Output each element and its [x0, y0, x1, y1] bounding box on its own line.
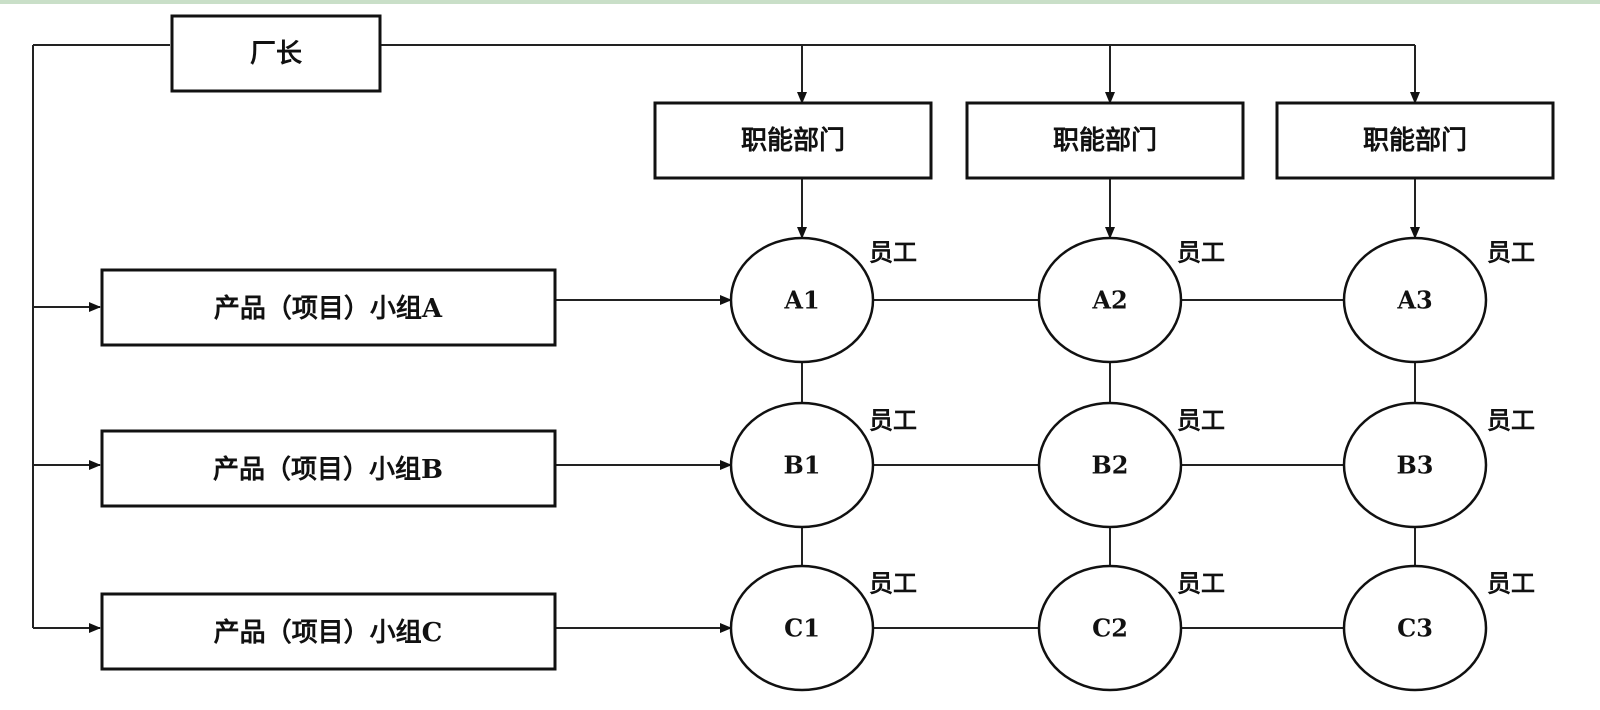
node-label: A2	[1091, 286, 1127, 315]
product-group-box-b: 产品（项目）小组B	[100, 429, 557, 508]
node-label: C2	[1092, 614, 1128, 643]
node-label: B1	[784, 451, 821, 480]
employee-tag: 员工	[1177, 238, 1225, 267]
department-label: 职能部门	[1363, 125, 1467, 156]
employee-tag: 员工	[869, 406, 917, 435]
employee-tag: 员工	[1177, 569, 1225, 598]
employee-node-b1: B1 员工	[729, 401, 917, 529]
product-group-label: 产品（项目）小组B	[213, 454, 443, 485]
node-label: A1	[783, 286, 819, 315]
employee-tag: 员工	[869, 238, 917, 267]
director-label: 厂长	[250, 39, 303, 69]
department-label: 职能部门	[1053, 125, 1157, 156]
employee-tag: 员工	[1177, 406, 1225, 435]
employee-tag: 员工	[869, 569, 917, 598]
node-label: A3	[1396, 286, 1432, 315]
product-group-box-a: 产品（项目）小组A	[100, 268, 557, 347]
employee-node-a2: A2 员工	[1037, 236, 1225, 364]
product-group-label: 产品（项目）小组C	[214, 617, 443, 648]
top-divider	[0, 0, 1600, 4]
product-group-label: 产品（项目）小组A	[214, 293, 443, 324]
employee-tag: 员工	[1487, 238, 1535, 267]
employee-node-c3: C3 员工	[1342, 564, 1535, 692]
director-box: 厂长	[170, 14, 382, 93]
node-label: B2	[1092, 451, 1129, 480]
employee-node-b3: B3 员工	[1342, 401, 1535, 529]
product-group-box-c: 产品（项目）小组C	[100, 592, 557, 671]
department-label: 职能部门	[741, 125, 845, 156]
employee-tag: 员工	[1487, 569, 1535, 598]
department-box-2: 职能部门	[965, 101, 1245, 180]
employee-node-c1: C1 员工	[729, 564, 917, 692]
department-box-3: 职能部门	[1275, 101, 1555, 180]
node-label: C1	[784, 614, 820, 643]
node-label: B3	[1397, 451, 1434, 480]
employee-tag: 员工	[1487, 406, 1535, 435]
employee-node-c2: C2 员工	[1037, 564, 1225, 692]
employee-node-a1: A1 员工	[729, 236, 917, 364]
node-label: C3	[1397, 614, 1433, 643]
department-box-1: 职能部门	[653, 101, 933, 180]
employee-node-a3: A3 员工	[1342, 236, 1535, 364]
employee-node-b2: B2 员工	[1037, 401, 1225, 529]
connectors	[32, 44, 1420, 633]
